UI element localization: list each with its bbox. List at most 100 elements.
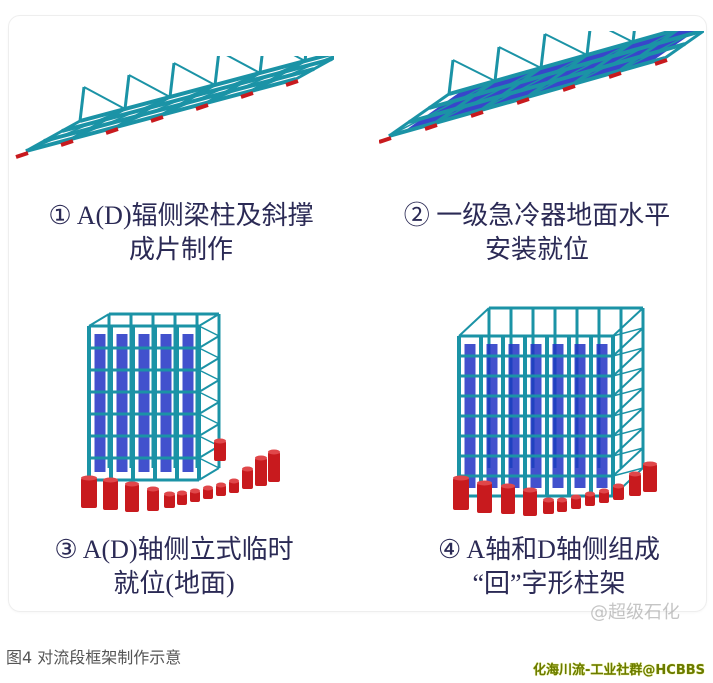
column <box>168 62 176 98</box>
diagonal-brace <box>226 56 261 74</box>
cylinder-top <box>216 482 226 488</box>
column <box>631 31 636 43</box>
column <box>213 56 220 86</box>
cylinder-top <box>255 455 267 461</box>
cylinder-top <box>599 488 609 494</box>
cylinder-top <box>125 481 139 487</box>
panel-4-caption-line1: ④ A轴和D轴侧组成 <box>438 535 660 564</box>
side-brace <box>612 347 644 357</box>
brace <box>572 31 677 85</box>
column <box>258 56 264 74</box>
side-brace <box>198 391 220 403</box>
column-base-cylinder <box>643 464 657 492</box>
panel-2-caption-line2: 安装就位 <box>484 235 589 264</box>
support-saddle <box>470 110 484 118</box>
cross-beam <box>250 59 306 93</box>
column-base-cylinder <box>125 484 139 512</box>
frame-panel-2-image <box>379 31 704 144</box>
panel-1-caption: ① A(D)辐侧梁柱及斜撑 成片制作 <box>21 200 341 266</box>
cylinder-top <box>147 486 159 492</box>
figure-card: ① A(D)辐侧梁柱及斜撑 成片制作 ② 一级急冷器地面水平 安装就位 ③ A(… <box>8 15 707 612</box>
column-base-cylinder <box>147 489 159 511</box>
side-beam <box>612 307 644 337</box>
column-base-cylinder <box>242 469 253 489</box>
column-base-cylinder <box>216 485 226 496</box>
cooler-panel <box>182 334 194 472</box>
inner-watermark: @超级石化 <box>590 602 680 623</box>
cross-beam <box>572 40 634 86</box>
cooler-panel <box>116 334 128 472</box>
support-saddle <box>60 139 74 147</box>
column-base-cylinder <box>81 478 97 508</box>
cylinder-top <box>214 438 226 444</box>
cross-beam <box>115 95 171 129</box>
panel-3-caption-line1: ③ A(D)轴侧立式临时 <box>54 535 294 564</box>
cylinder-top <box>643 461 657 467</box>
cross-beam <box>526 53 588 99</box>
cross-beam <box>70 107 126 141</box>
frame-panel-4-image <box>453 306 657 516</box>
side-beam <box>198 357 220 371</box>
side-brace <box>198 347 220 359</box>
cylinder-top <box>177 490 187 496</box>
cross-beam <box>664 31 704 60</box>
side-brace <box>612 387 644 397</box>
diagonal-brace <box>83 86 126 110</box>
column <box>123 74 131 110</box>
column-base-cylinder <box>229 481 239 493</box>
support-saddle <box>562 84 576 92</box>
side-beam <box>612 327 644 357</box>
cylinder-top <box>571 494 581 500</box>
cylinder-top <box>190 488 200 494</box>
side-brace <box>612 427 644 437</box>
cross-beam <box>388 92 450 138</box>
diagonal-brace <box>544 33 588 56</box>
side-beam <box>198 401 220 415</box>
column-base-cylinder <box>103 480 118 510</box>
column-base-cylinder <box>501 486 515 514</box>
brace <box>434 67 542 124</box>
side-beam <box>198 313 220 327</box>
side-beam <box>198 379 220 393</box>
side-brace <box>612 407 644 417</box>
cylinder-top <box>268 449 280 455</box>
column <box>78 86 86 122</box>
column-base-cylinder <box>523 490 537 516</box>
cylinder-top <box>453 475 469 481</box>
column-base-cylinder <box>453 478 469 510</box>
side-brace <box>612 327 644 337</box>
column <box>585 31 592 56</box>
diagonal-brace <box>173 62 216 86</box>
cross-beam <box>618 31 679 73</box>
side-beam <box>612 407 644 437</box>
cross-beam <box>434 79 496 125</box>
side-brace <box>612 367 644 377</box>
panel-2-caption-line1: ② 一级急冷器地面水平 <box>403 201 671 230</box>
brace <box>480 54 588 111</box>
column-base-cylinder <box>629 474 641 496</box>
frame-panel-1-image <box>15 56 334 159</box>
panel-4-caption-line2: “回”字形柱架 <box>472 569 626 598</box>
cross-beam <box>160 83 216 117</box>
brace <box>70 96 171 140</box>
cylinder-top <box>585 491 595 497</box>
cylinder-top <box>477 480 492 486</box>
brace <box>205 60 306 104</box>
diagonal-brace <box>498 46 542 69</box>
support-saddle <box>516 97 530 105</box>
support-saddle <box>424 123 438 131</box>
column-base-cylinder <box>268 452 280 482</box>
diagonal-brace <box>293 56 306 62</box>
cylinder-top <box>557 497 567 503</box>
column-base-cylinder <box>599 491 609 503</box>
cylinder-top <box>629 471 641 477</box>
frame-panel-3-image <box>81 312 280 512</box>
side-beam <box>612 447 644 477</box>
column-base-cylinder <box>203 488 213 499</box>
support-saddle <box>105 127 119 135</box>
column-base-cylinder <box>214 441 226 461</box>
cooler-panel <box>94 334 106 472</box>
brace <box>250 56 334 92</box>
cooler-panel <box>160 334 172 472</box>
side-beam <box>612 387 644 417</box>
